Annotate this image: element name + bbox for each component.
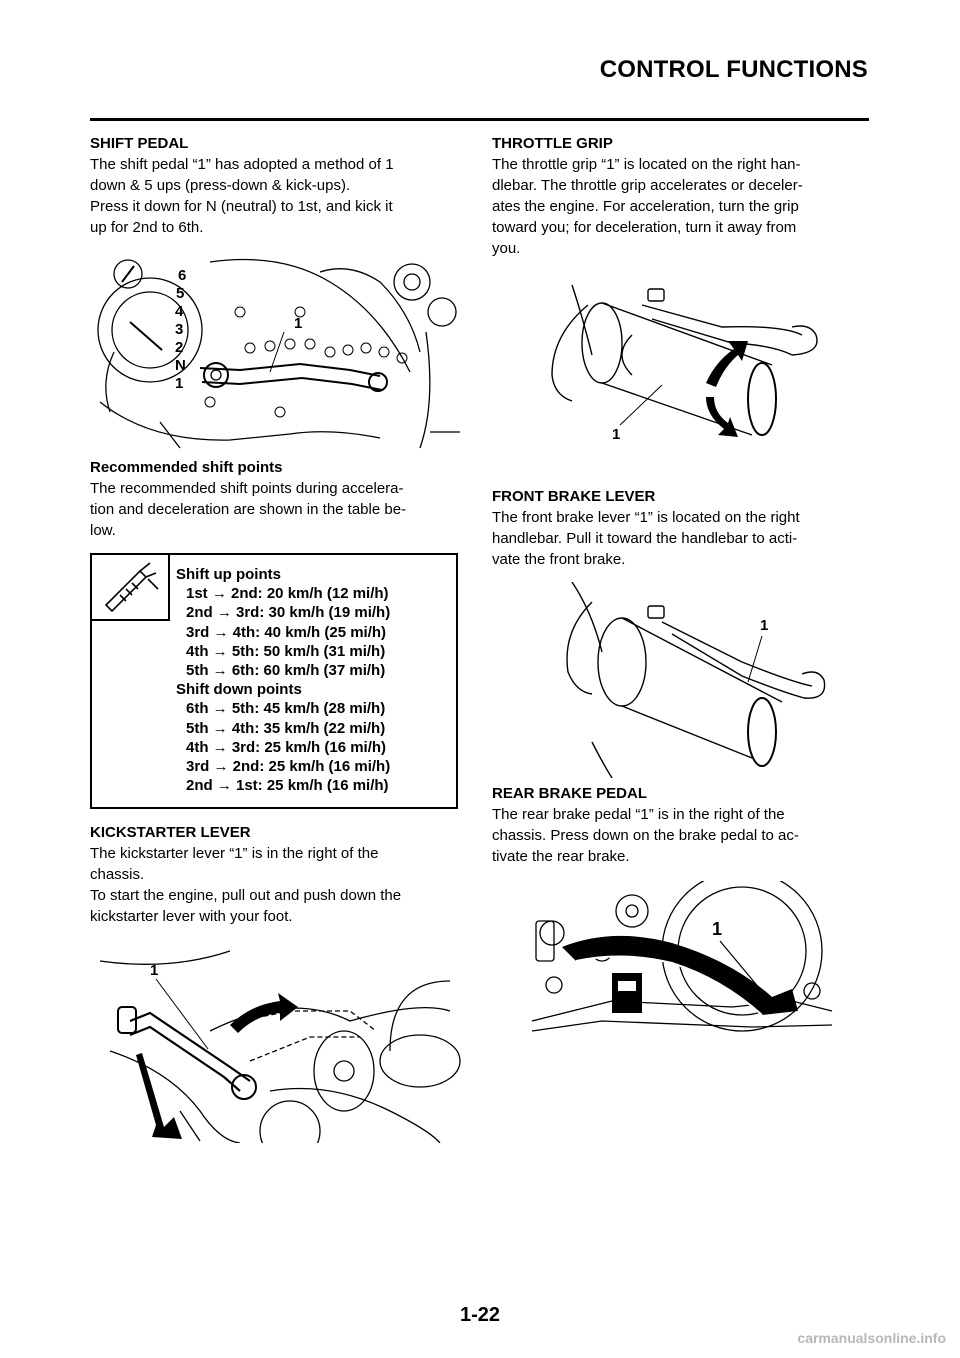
left-column: SHIFT PEDAL The shift pedal “1” has adop… [90, 134, 462, 1143]
kickstarter-text-line: To start the engine, pull out and push d… [90, 887, 402, 904]
shift-down-row: 6th → 5th: 45 km/h (28 mi/h) [186, 700, 386, 718]
kickstarter-callout: 1 [150, 962, 158, 979]
shift-label-5: 5 [176, 285, 184, 302]
shift-label-4: 4 [175, 303, 184, 320]
rear-brake-heading: REAR BRAKE PEDAL [492, 785, 648, 802]
shift-label-3: 3 [175, 321, 183, 338]
throttle-grip-illustration: 1 [551, 284, 818, 443]
shift-down-row: 4th → 3rd: 25 km/h (16 mi/h) [186, 738, 387, 756]
caliper-icon-cell [92, 555, 170, 621]
shift-label-1: 1 [175, 375, 183, 392]
throttle-text-line: toward you; for deceleration, turn it aw… [492, 219, 797, 236]
shift-pedal-text-line: down & 5 ups (press-down & kick-ups). [90, 177, 351, 194]
shift-up-title: Shift up points [176, 566, 281, 583]
front-brake-text-line: vate the front brake. [492, 551, 626, 568]
kickstarter-text-line: The kickstarter lever “1” is in the righ… [90, 845, 379, 862]
front-brake-callout: 1 [760, 617, 768, 634]
shift-points-box: Shift up points 1st → 2nd: 20 km/h (12 m… [90, 553, 458, 809]
shift-down-row: 2nd → 1st: 25 km/h (16 mi/h) [186, 777, 389, 795]
page-number: 1-22 [459, 1304, 501, 1326]
shift-pedal-illustration: 6 5 4 3 2 N 1 1 [97, 258, 460, 449]
front-brake-text-line: handlebar. Pull it toward the handlebar … [492, 530, 798, 547]
shift-label-6: 6 [178, 267, 186, 284]
recommended-heading: Recommended shift points [90, 459, 283, 476]
rear-brake-text-line: The rear brake pedal “1” is in the right… [492, 806, 785, 823]
shift-label-n: N [175, 357, 186, 374]
right-column: THROTTLE GRIP The throttle grip “1” is l… [492, 134, 864, 1037]
shift-up-row: 3rd → 4th: 40 km/h (25 mi/h) [186, 623, 387, 641]
shift-points-content: Shift up points 1st → 2nd: 20 km/h (12 m… [176, 565, 390, 795]
shift-pedal-text-line: Press it down for N (neutral) to 1st, an… [90, 198, 393, 215]
shift-pedal-text-line: The shift pedal “1” has adopted a method… [90, 156, 394, 173]
recommended-text-line: tion and deceleration are shown in the t… [90, 501, 407, 518]
kickstarter-text-line: chassis. [90, 866, 145, 883]
kickstarter-section: KICKSTARTER LEVER The kickstarter lever … [90, 823, 462, 927]
shift-up-row: 1st → 2nd: 20 km/h (12 mi/h) [186, 585, 389, 603]
recommended-text-line: The recommended shift points during acce… [90, 480, 404, 497]
throttle-text-line: you. [492, 240, 521, 257]
shift-up-row: 4th → 5th: 50 km/h (31 mi/h) [186, 642, 386, 660]
shift-label-2: 2 [175, 339, 183, 356]
page-title: CONTROL FUNCTIONS [599, 56, 868, 83]
rear-brake-section: REAR BRAKE PEDAL The rear brake pedal “1… [492, 784, 864, 867]
throttle-text-line: ates the engine. For acceleration, turn … [492, 198, 799, 215]
rear-brake-callout: 1 [712, 919, 722, 939]
front-brake-text-line: The front brake lever “1” is located on … [492, 509, 800, 526]
header-rule [90, 118, 869, 121]
shift-pedal-section: SHIFT PEDAL The shift pedal “1” has adop… [90, 134, 462, 238]
shift-pedal-callout: 1 [294, 315, 302, 332]
kickstarter-text-line: kickstarter lever with your foot. [90, 908, 293, 925]
rear-brake-illustration: 1 [531, 881, 833, 1032]
front-brake-heading: FRONT BRAKE LEVER [492, 488, 656, 505]
shift-pedal-heading: SHIFT PEDAL [90, 135, 189, 152]
shift-pedal-text-line: up for 2nd to 6th. [90, 219, 204, 236]
front-brake-section: FRONT BRAKE LEVER The front brake lever … [492, 487, 864, 570]
throttle-section: THROTTLE GRIP The throttle grip “1” is l… [492, 134, 864, 259]
shift-down-row: 5th → 4th: 35 km/h (22 mi/h) [186, 719, 386, 737]
throttle-text-line: dlebar. The throttle grip accelerates or… [492, 177, 803, 194]
watermark: carmanualsonline.info [797, 1330, 946, 1346]
kickstarter-illustration: 1 [99, 950, 461, 1143]
throttle-heading: THROTTLE GRIP [492, 135, 613, 152]
caliper-icon [104, 562, 159, 613]
shift-up-row: 5th → 6th: 60 km/h (37 mi/h) [186, 662, 386, 680]
shift-down-title: Shift down points [176, 681, 302, 699]
rear-brake-text-line: tivate the rear brake. [492, 848, 630, 865]
throttle-text-line: The throttle grip “1” is located on the … [492, 156, 801, 173]
rear-brake-text-line: chassis. Press down on the brake pedal t… [492, 827, 799, 844]
front-brake-illustration: 1 [566, 582, 826, 778]
recommended-section: Recommended shift points The recommended… [90, 458, 462, 541]
kickstarter-heading: KICKSTARTER LEVER [90, 824, 251, 841]
recommended-text-line: low. [90, 522, 116, 539]
throttle-callout: 1 [612, 426, 620, 443]
shift-down-row: 3rd → 2nd: 25 km/h (16 mi/h) [186, 758, 391, 776]
shift-up-row: 2nd → 3rd: 30 km/h (19 mi/h) [186, 604, 391, 622]
